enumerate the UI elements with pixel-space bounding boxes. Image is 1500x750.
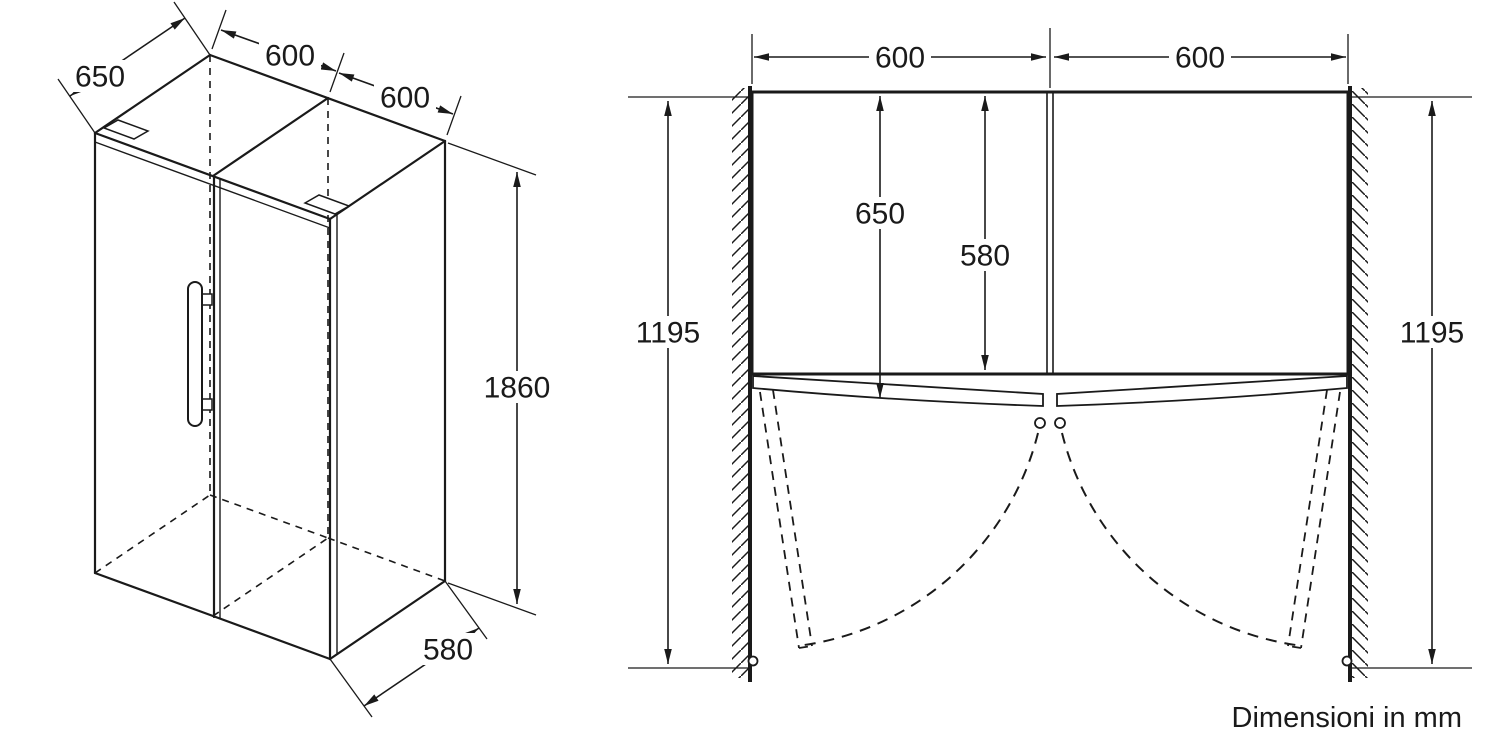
door-left [752,375,1044,407]
hinge-left [1034,417,1046,429]
dim-label-tv-600-left: 600 [875,42,925,75]
open-door-left [759,389,813,649]
units-note: Dimensioni in mm [1232,702,1462,734]
tv-dim-depth-580: 580 [954,96,1016,370]
tv-dim-clearance-right-1195: 1195 [1352,96,1474,669]
top-face-detail-left [102,119,150,140]
open-door-right [1287,389,1341,649]
appliance-body [750,90,1350,376]
iso-hidden-edges [94,55,446,617]
iso-dim-depth-580: 580 [329,580,488,718]
wall-right [1348,86,1368,682]
tv-dim-depth-650: 650 [849,96,911,398]
hinge-right [1054,417,1066,429]
dim-label-tv-650: 650 [855,198,905,231]
swing-arc-right [1061,432,1304,647]
iso-dim-width-left-600: 600 [211,9,345,93]
dim-label-iso-600-right: 600 [380,82,430,115]
wall-left [732,86,752,682]
dim-label-iso-650: 650 [75,61,125,94]
door-handle [187,281,213,427]
iso-dim-depth-650: 650 [57,1,211,134]
dim-label-tv-1195-left: 1195 [636,317,701,350]
top-view: 600 600 650 580 1195 [626,28,1474,682]
tv-dim-clearance-left-1195: 1195 [626,96,748,669]
dim-label-tv-580: 580 [960,240,1010,273]
top-face-detail-right [303,194,351,215]
iso-dim-height-1860: 1860 [447,142,559,616]
swing-arc-left [796,432,1039,647]
iso-dim-width-right-600: 600 [338,72,462,136]
dim-label-tv-1195-right: 1195 [1400,317,1465,350]
tv-dim-width-left-600: 600 [751,28,1051,88]
door-right [1056,375,1348,407]
pivot-left [747,655,759,667]
iso-cabinet-edges [93,53,447,661]
pivot-right [1341,655,1353,667]
dim-label-iso-1860: 1860 [484,372,551,405]
tv-dim-width-right-600: 600 [1054,34,1349,84]
dim-label-iso-580: 580 [423,634,473,667]
dim-label-iso-600-left: 600 [265,40,315,73]
dim-label-tv-600-right: 600 [1175,42,1225,75]
isometric-view: 650 600 600 1860 [57,1,559,718]
